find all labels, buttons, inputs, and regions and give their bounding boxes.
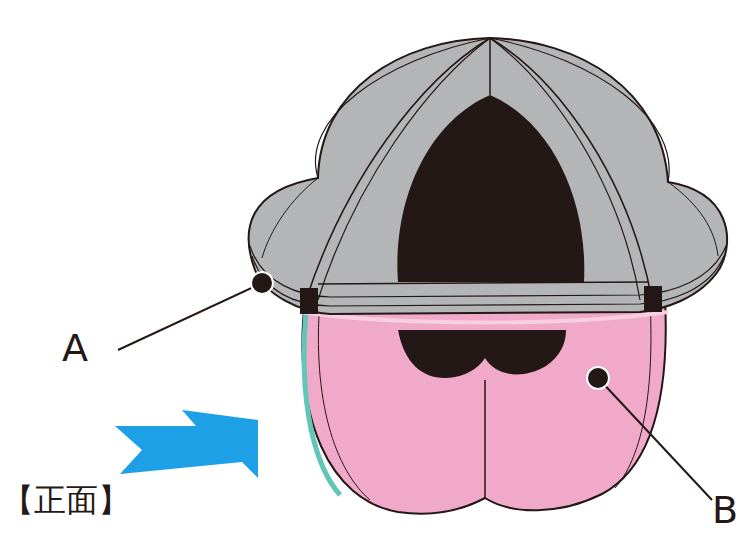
view-arrow <box>115 410 258 478</box>
leader-line <box>118 283 262 350</box>
segment-line <box>484 380 486 498</box>
leader-dot <box>587 367 609 389</box>
joint <box>300 288 318 314</box>
meridian <box>489 38 491 95</box>
dark-opening <box>397 95 584 282</box>
part-label: A <box>62 328 88 370</box>
teal-edge <box>304 300 340 495</box>
lower-part <box>302 298 665 514</box>
dark-opening <box>398 330 566 378</box>
part-label: B <box>712 490 738 532</box>
upper-part <box>249 38 727 314</box>
face-line <box>318 282 648 284</box>
leader-dot <box>251 272 273 294</box>
leader-line <box>598 378 712 500</box>
meridian <box>262 178 318 258</box>
segment-line <box>615 300 651 488</box>
segment-line <box>318 300 370 500</box>
joint <box>644 286 662 312</box>
meridian <box>668 182 718 256</box>
view-label: 【正面】 <box>2 483 130 518</box>
